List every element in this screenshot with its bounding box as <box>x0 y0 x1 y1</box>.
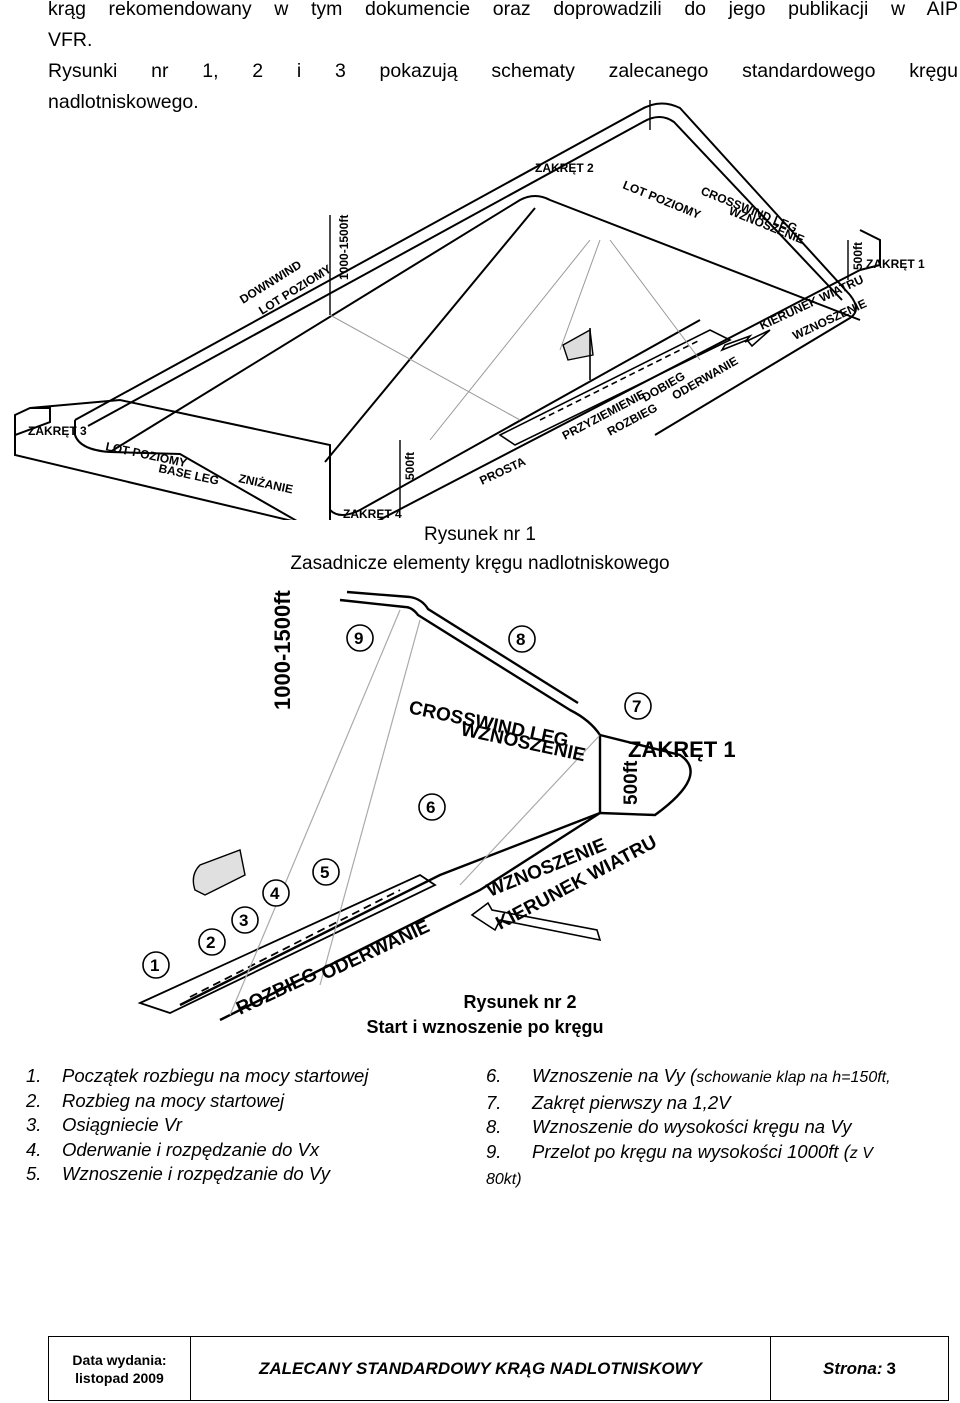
label-zakret-4: ZAKRĘT 4 <box>343 507 402 520</box>
svg-text:8: 8 <box>516 630 525 649</box>
svg-text:3: 3 <box>239 911 248 930</box>
legend-item-7: 7.Zakręt pierwszy na 1,2V <box>486 1091 731 1113</box>
marker-7: 7 <box>624 692 652 720</box>
svg-text:4: 4 <box>270 884 280 903</box>
legend-item-8: 8.Wznoszenie do wysokości kręgu na Vy <box>486 1116 852 1137</box>
label-zakret-2: ZAKRĘT 2 <box>535 161 594 175</box>
figure-1-pattern-diagram: ZAKRĘT 2 LOT POZIOMY CROSSWIND LEG WZNOS… <box>14 100 925 520</box>
wind-direction-arrow-icon <box>470 901 602 942</box>
windsock-icon <box>562 328 594 380</box>
footer-date-cell: Data wydania: listopad 2009 <box>49 1337 191 1400</box>
label-1000-1500ft: 1000-1500ft <box>337 215 351 280</box>
intro-paragraph: krąg rekomendowany w tym dokumencie oraz… <box>48 0 958 118</box>
marker-6: 6 <box>418 793 446 821</box>
footer-page-label: Strona: <box>823 1358 883 1378</box>
label-500ft-bottom: 500ft <box>403 452 417 480</box>
legend-item-2: 2.Rozbieg na mocy startowej <box>26 1089 285 1111</box>
label-zakret-1: ZAKRĘT 1 <box>866 257 925 271</box>
marker-1: 1 <box>142 951 170 979</box>
legend-item-6: 6.Wznoszenie na Vy (schowanie klap na h=… <box>486 1065 891 1086</box>
legend-item-1: 1.Początek rozbiegu na mocy startowej <box>26 1065 369 1086</box>
legend-item-4: 4.Oderwanie i rozpędzanie do Vx <box>26 1138 320 1160</box>
page-footer: Data wydania: listopad 2009 ZALECANY STA… <box>48 1336 949 1401</box>
marker-9: 9 <box>346 624 374 652</box>
label-zakret-3: ZAKRĘT 3 <box>28 424 87 438</box>
legend-left: 1.Początek rozbiegu na mocy startowej 2.… <box>26 1064 368 1187</box>
intro-line-4: nadlotniskowego. <box>48 91 199 113</box>
footer-date-label: Data wydania: <box>72 1351 167 1368</box>
svg-text:7: 7 <box>632 697 641 716</box>
marker-3: 3 <box>231 906 259 934</box>
label-base-leg: BASE LEG <box>157 461 220 487</box>
marker-5: 5 <box>312 858 340 886</box>
marker-2: 2 <box>198 928 226 956</box>
label-zakret-1: ZAKRĘT 1 <box>628 737 736 762</box>
intro-line-1: krąg rekomendowany w tym dokumencie oraz… <box>48 0 958 20</box>
footer-date-value: listopad 2009 <box>75 1369 164 1386</box>
figure-2-takeoff-diagram: 1 2 3 4 5 6 7 8 9 1000-1500ft CROSSWIND … <box>137 589 736 1022</box>
footer-page-cell: Strona: 3 <box>771 1337 948 1400</box>
label-prosta: PROSTA <box>477 454 528 488</box>
windsock-icon <box>192 849 246 896</box>
legend-item-9-continued: 80kt) <box>486 1171 522 1188</box>
marker-4: 4 <box>262 879 290 907</box>
label-500ft-right: 500ft <box>851 242 865 270</box>
svg-text:5: 5 <box>320 863 329 882</box>
label-lot-poziomy-top: LOT POZIOMY <box>621 178 703 222</box>
legend-item-5: 5.Wznoszenie i rozpędzanie do Vy <box>26 1163 331 1184</box>
marker-8: 8 <box>508 625 536 653</box>
figure-2-caption: Rysunek nr 2 Start i wznoszenie po kręgu <box>0 990 960 1040</box>
intro-line-3: Rysunki nr 1, 2 i 3 pokazują schematy za… <box>48 60 958 82</box>
wind-direction-arrow-icon <box>720 329 771 352</box>
legend-item-9: 9.Przelot po kręgu na wysokości 1000ft (… <box>486 1140 873 1162</box>
label-500ft: 500ft <box>621 760 642 805</box>
figure-2-caption-number: Rysunek nr 2 <box>463 992 577 1012</box>
intro-line-2: VFR. <box>48 29 93 51</box>
figure-1-caption-title: Zasadnicze elementy kręgu nadlotniskoweg… <box>290 553 670 574</box>
footer-document-title: ZALECANY STANDARDOWY KRĄG NADLOTNISKOWY <box>191 1337 771 1400</box>
figure-1-caption: Rysunek nr 1 Zasadnicze elementy kręgu n… <box>0 522 960 576</box>
label-1000-1500ft: 1000-1500ft <box>270 589 295 710</box>
figure-1-caption-number: Rysunek nr 1 <box>424 524 536 545</box>
legend-right: 6.Wznoszenie na Vy (schowanie klap na h=… <box>486 1064 891 1193</box>
footer-page-number: 3 <box>886 1358 896 1378</box>
figure-2-caption-title: Start i wznoszenie po kręgu <box>366 1017 604 1037</box>
svg-text:9: 9 <box>354 629 363 648</box>
legend-item-3: 3.Osiągniecie Vr <box>26 1114 182 1135</box>
svg-text:6: 6 <box>426 798 435 817</box>
svg-text:1: 1 <box>150 956 159 975</box>
svg-text:2: 2 <box>206 933 215 952</box>
